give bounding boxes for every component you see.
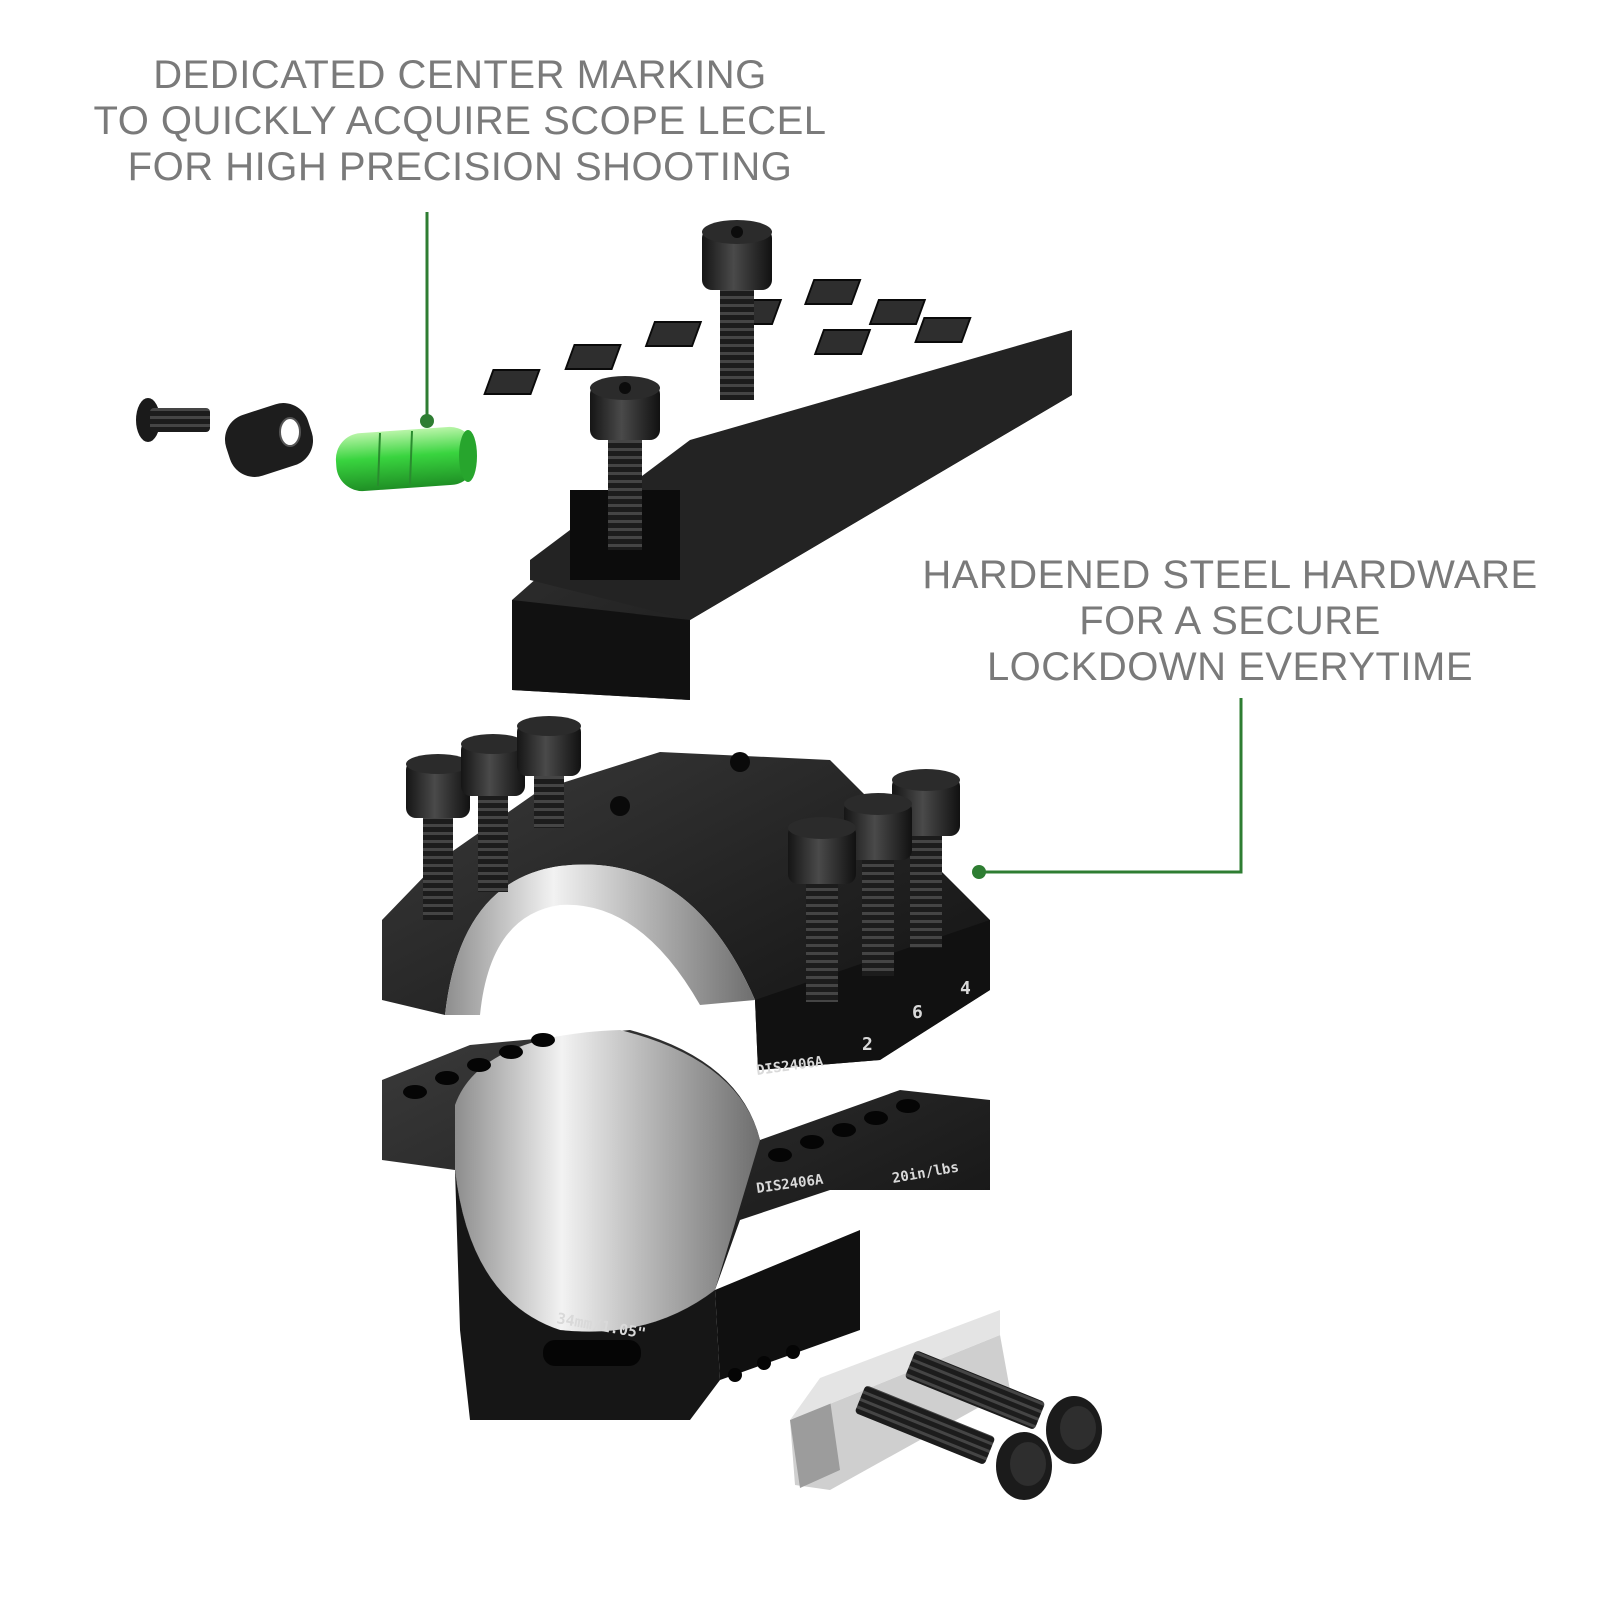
ring-screw-left-1-icon xyxy=(406,754,470,920)
hardware-callout-caption: HARDENED STEEL HARDWARE FOR A SECURE LOC… xyxy=(880,552,1580,690)
torque-sequence-4: 4 xyxy=(960,978,971,999)
torque-sequence-6: 6 xyxy=(912,1002,923,1023)
ring-screw-right-3-icon xyxy=(788,817,856,1002)
bubble-level-icon xyxy=(335,426,477,492)
hardware-callout-line-1: HARDENED STEEL HARDWARE xyxy=(922,553,1538,597)
ring-screw-left-3-icon xyxy=(517,716,581,828)
level-callout-line-2: TO QUICKLY ACQUIRE SCOPE LECEL xyxy=(93,99,827,143)
hardware-callout-line-3: LOCKDOWN EVERYTIME xyxy=(986,645,1474,689)
level-set-screw-icon xyxy=(136,398,210,442)
riser-screw-short-icon xyxy=(590,376,660,550)
level-callout-line-1: DEDICATED CENTER MARKING xyxy=(153,53,767,97)
level-washer-icon xyxy=(224,403,314,477)
hardware-callout-line-2: FOR A SECURE xyxy=(1079,599,1381,643)
level-callout-leader xyxy=(420,212,434,428)
level-callout-line-3: FOR HIGH PRECISION SHOOTING xyxy=(127,145,793,189)
clamp-screw-1-icon xyxy=(905,1351,1102,1464)
torque-sequence-2: 2 xyxy=(862,1034,873,1055)
picatinny-riser-rail xyxy=(483,279,1072,700)
hardware-callout-leader xyxy=(972,698,1243,879)
clamp-screw-2-icon xyxy=(855,1386,1052,1500)
riser-screw-tall-icon xyxy=(702,220,772,400)
level-callout-caption: DEDICATED CENTER MARKING TO QUICKLY ACQU… xyxy=(40,52,880,190)
ring-screw-right-1-icon xyxy=(892,769,960,948)
ring-screw-right-2-icon xyxy=(844,793,912,976)
ring-screw-left-2-icon xyxy=(461,734,525,892)
lower-ring-base xyxy=(382,1030,990,1420)
